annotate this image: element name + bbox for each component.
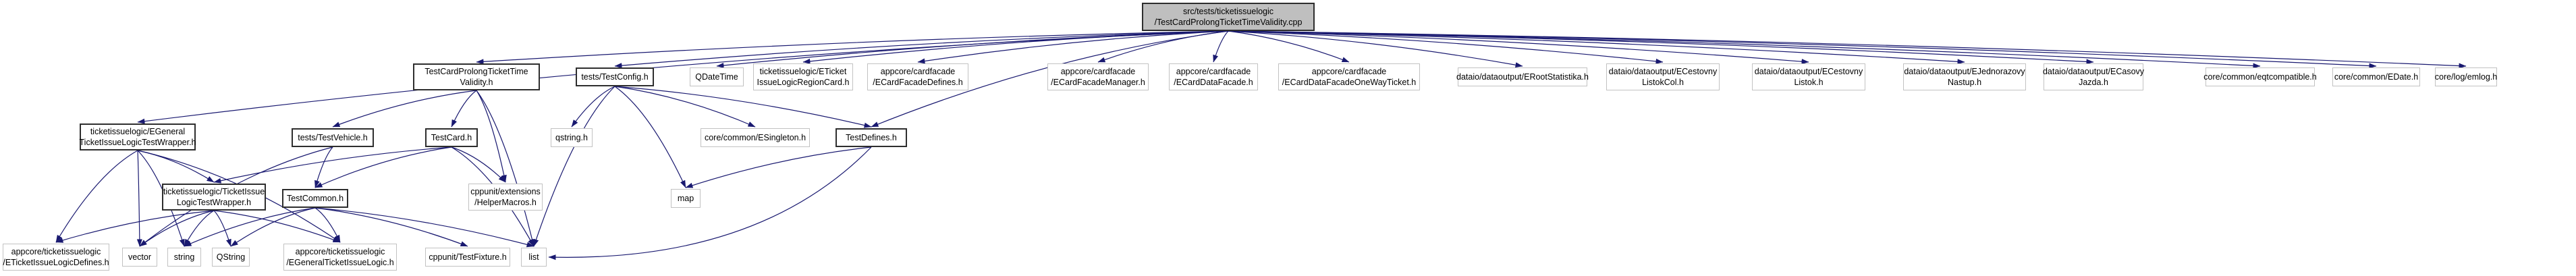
edge-ticketwrap-qstring_cls bbox=[213, 210, 231, 247]
edge-testvehicle-testcommon bbox=[314, 146, 333, 188]
edge-testdefines-list bbox=[548, 146, 872, 260]
node-ticketwrap[interactable]: ticketissuelogic/TicketIssue LogicTestWr… bbox=[162, 184, 266, 211]
edge-root-emlog bbox=[1228, 30, 2467, 69]
edge-tcptv_h-list bbox=[476, 90, 535, 247]
edge-ticketwrap-egenlogic bbox=[213, 210, 341, 243]
edge-tcptv_h-helpermacros bbox=[476, 90, 507, 183]
edge-testcard-ticketwrap bbox=[213, 146, 452, 184]
edge-testconfig-esingleton bbox=[614, 86, 756, 128]
edge-root-testconfig bbox=[614, 30, 1229, 69]
edge-testconfig-qstring_h bbox=[571, 86, 615, 128]
edge-testconfig-map bbox=[614, 86, 686, 188]
node-list: list bbox=[521, 248, 547, 267]
node-testfixture: cppunit/TestFixture.h bbox=[425, 248, 510, 267]
edge-egenwrap-vector bbox=[136, 150, 142, 247]
node-etidefines: appcore/ticketissuelogic /ETicketIssueLo… bbox=[3, 244, 109, 271]
edge-ticketwrap-etidefines bbox=[55, 210, 215, 243]
edge-ticketwrap-vector bbox=[139, 210, 215, 247]
node-tcptv_h[interactable]: TestCardProlongTicketTime Validity.h bbox=[413, 63, 540, 90]
edge-egenwrap-etidefines bbox=[55, 150, 138, 243]
edge-tcptv_h-testvehicle bbox=[332, 90, 477, 128]
edge-testcommon-list bbox=[314, 207, 535, 248]
node-egenwrap[interactable]: ticketissuelogic/EGeneral TicketIssueLog… bbox=[80, 123, 196, 150]
edge-tcptv_h-testcard bbox=[451, 90, 477, 128]
edge-root-cfd bbox=[917, 30, 1229, 64]
node-ecestcol: dataio/dataoutput/ECestovny ListokCol.h bbox=[1606, 63, 1720, 90]
edge-testdefines-map bbox=[685, 146, 872, 188]
edge-root-tcptv_h bbox=[476, 30, 1229, 65]
edge-root-ecestcol bbox=[1228, 30, 1664, 64]
node-eqtcompat: core/common/eqtcompatible.h bbox=[2203, 67, 2317, 86]
edge-testcard-testcommon bbox=[314, 146, 452, 188]
node-cfd: appcore/cardfacade /ECardFacadeDefines.h bbox=[867, 63, 968, 90]
edge-root-egenwrap bbox=[137, 30, 1229, 124]
edge-egenwrap-string bbox=[137, 150, 185, 247]
node-ecasovy: dataio/dataoutput/ECasovy Jazda.h bbox=[2043, 63, 2144, 90]
node-esingleton: core/common/ESingleton.h bbox=[701, 128, 810, 147]
node-qstring_cls: QString bbox=[212, 248, 250, 267]
node-root: src/tests/ticketissuelogic /TestCardProl… bbox=[1142, 3, 1315, 31]
edge-root-ejedno bbox=[1228, 30, 1965, 65]
node-erootstat: dataio/dataoutput/ERootStatistika.h bbox=[1456, 67, 1589, 86]
edge-testconfig-testdefines bbox=[614, 86, 872, 128]
node-vector: vector bbox=[122, 248, 157, 267]
node-egenlogic: appcore/ticketissuelogic /EGeneralTicket… bbox=[283, 244, 397, 271]
edge-testcommon-egenlogic bbox=[314, 207, 341, 243]
edge-testcommon-qstring_cls bbox=[230, 207, 316, 247]
node-cfm: appcore/cardfacade /ECardFacadeManager.h bbox=[1047, 63, 1149, 90]
node-testcommon[interactable]: TestCommon.h bbox=[282, 189, 348, 208]
node-cdf: appcore/cardfacade /ECardDataFacade.h bbox=[1169, 63, 1258, 90]
node-testcard[interactable]: TestCard.h bbox=[425, 128, 478, 147]
edge-testcommon-string bbox=[184, 207, 316, 247]
node-ejedno: dataio/dataoutput/EJednorazovy Nastup.h bbox=[1903, 63, 2026, 90]
edge-root-cdfowt bbox=[1228, 30, 1350, 63]
node-regioncard: ticketissuelogic/ETicket IssueLogicRegio… bbox=[753, 63, 853, 90]
node-ecest: dataio/dataoutput/ECestovny Listok.h bbox=[1752, 63, 1865, 90]
node-testvehicle[interactable]: tests/TestVehicle.h bbox=[292, 128, 374, 147]
node-edate: core/common/EDate.h bbox=[2332, 67, 2420, 86]
edge-root-erootstat bbox=[1228, 30, 1523, 68]
node-cdfowt: appcore/cardfacade /ECardDataFacadeOneWa… bbox=[1278, 63, 1420, 90]
node-testconfig[interactable]: tests/TestConfig.h bbox=[576, 67, 654, 86]
node-helpermacros: cppunit/extensions /HelperMacros.h bbox=[468, 184, 543, 211]
node-qdatetime: QDateTime bbox=[690, 67, 744, 86]
node-emlog: core/log/emlog.h bbox=[2435, 67, 2497, 86]
node-map: map bbox=[671, 189, 701, 208]
node-qstring_h: qstring.h bbox=[551, 128, 593, 147]
edge-testcommon-testfixture bbox=[314, 207, 468, 247]
edge-testcard-helpermacros bbox=[451, 146, 506, 183]
edge-root-cdf bbox=[1213, 30, 1229, 63]
node-string: string bbox=[167, 248, 201, 267]
edge-root-ecest bbox=[1228, 30, 1809, 65]
node-testdefines[interactable]: TestDefines.h bbox=[835, 128, 907, 147]
